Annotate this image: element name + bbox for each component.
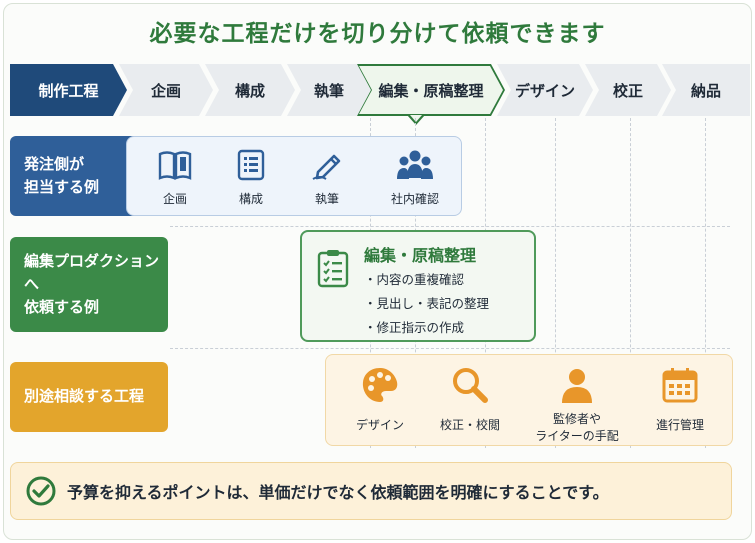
tip-bar: 予算を抑えるポイントは、単価だけでなく依頼範囲を明確にすることです。 [10,462,732,520]
page-title: 必要な工程だけを切り分けて依頼できます [149,21,606,47]
step-structure: 構成 [205,64,295,116]
pen-icon [312,154,341,180]
inhouse-item-planning: 企画 [135,137,215,217]
step-planning: 企画 [119,64,213,116]
step-design: デザイン [497,64,593,116]
separate-panel: デザイン 校正・校閲 監修者や ライターの手配 進行管理 [325,354,733,446]
inhouse-item-writing: 執筆 [287,137,367,217]
grid-line [555,118,556,448]
people-icon [397,150,433,179]
grid-line [705,118,706,448]
workflow-steps: 制作工程 企画 構成 執筆 編集・原稿整理 デザイン 校正 納品 [10,64,750,116]
clipboard-checklist-icon [317,250,349,288]
callout-task-list: 内容の重複確認 見出し・表記の整理 修正指示の作成 [364,268,490,340]
highlight-pointer [407,115,425,125]
row-label-separate: 別途相談する工程 [10,362,168,432]
step-editing-highlight: 編集・原稿整理 [357,64,505,116]
list-item: 内容の重複確認 [364,268,489,292]
palette-icon [362,368,398,402]
inhouse-item-structure: 構成 [211,137,291,217]
grid-line [170,226,730,227]
editing-callout: 編集・原稿整理 内容の重複確認 見出し・表記の整理 修正指示の作成 [300,230,536,342]
row-label-editing: 編集プロダクションへ 依頼する例 [10,237,168,332]
step-writing: 執筆 [287,64,371,116]
step-delivery: 納品 [662,64,750,116]
list-item: 見出し・表記の整理 [364,292,490,316]
step-proofreading: 校正 [585,64,671,116]
book-icon [158,150,192,180]
separate-item-proofreading: 校正・校閲 [422,355,518,447]
separate-item-design: デザイン [332,355,428,447]
separate-item-arrangement: 監修者や ライターの手配 [522,355,632,447]
callout-title: 編集・原稿整理 [364,246,477,265]
person-icon [562,369,592,403]
inhouse-item-review: 社内確認 [373,137,457,217]
calendar-icon [662,368,698,403]
separate-item-management: 進行管理 [632,355,728,447]
grid-line [170,348,730,349]
tip-text: 予算を抑えるポイントは、単価だけでなく依頼範囲を明確にすることです。 [67,483,609,502]
check-circle-icon [26,476,56,506]
list-document-icon [237,149,265,180]
magnifier-icon [453,368,488,403]
inhouse-panel: 企画 構成 執筆 社内確認 [126,136,462,216]
list-item: 修正指示の作成 [364,316,489,340]
step-header-production: 制作工程 [10,64,127,116]
grid-line [630,118,631,448]
